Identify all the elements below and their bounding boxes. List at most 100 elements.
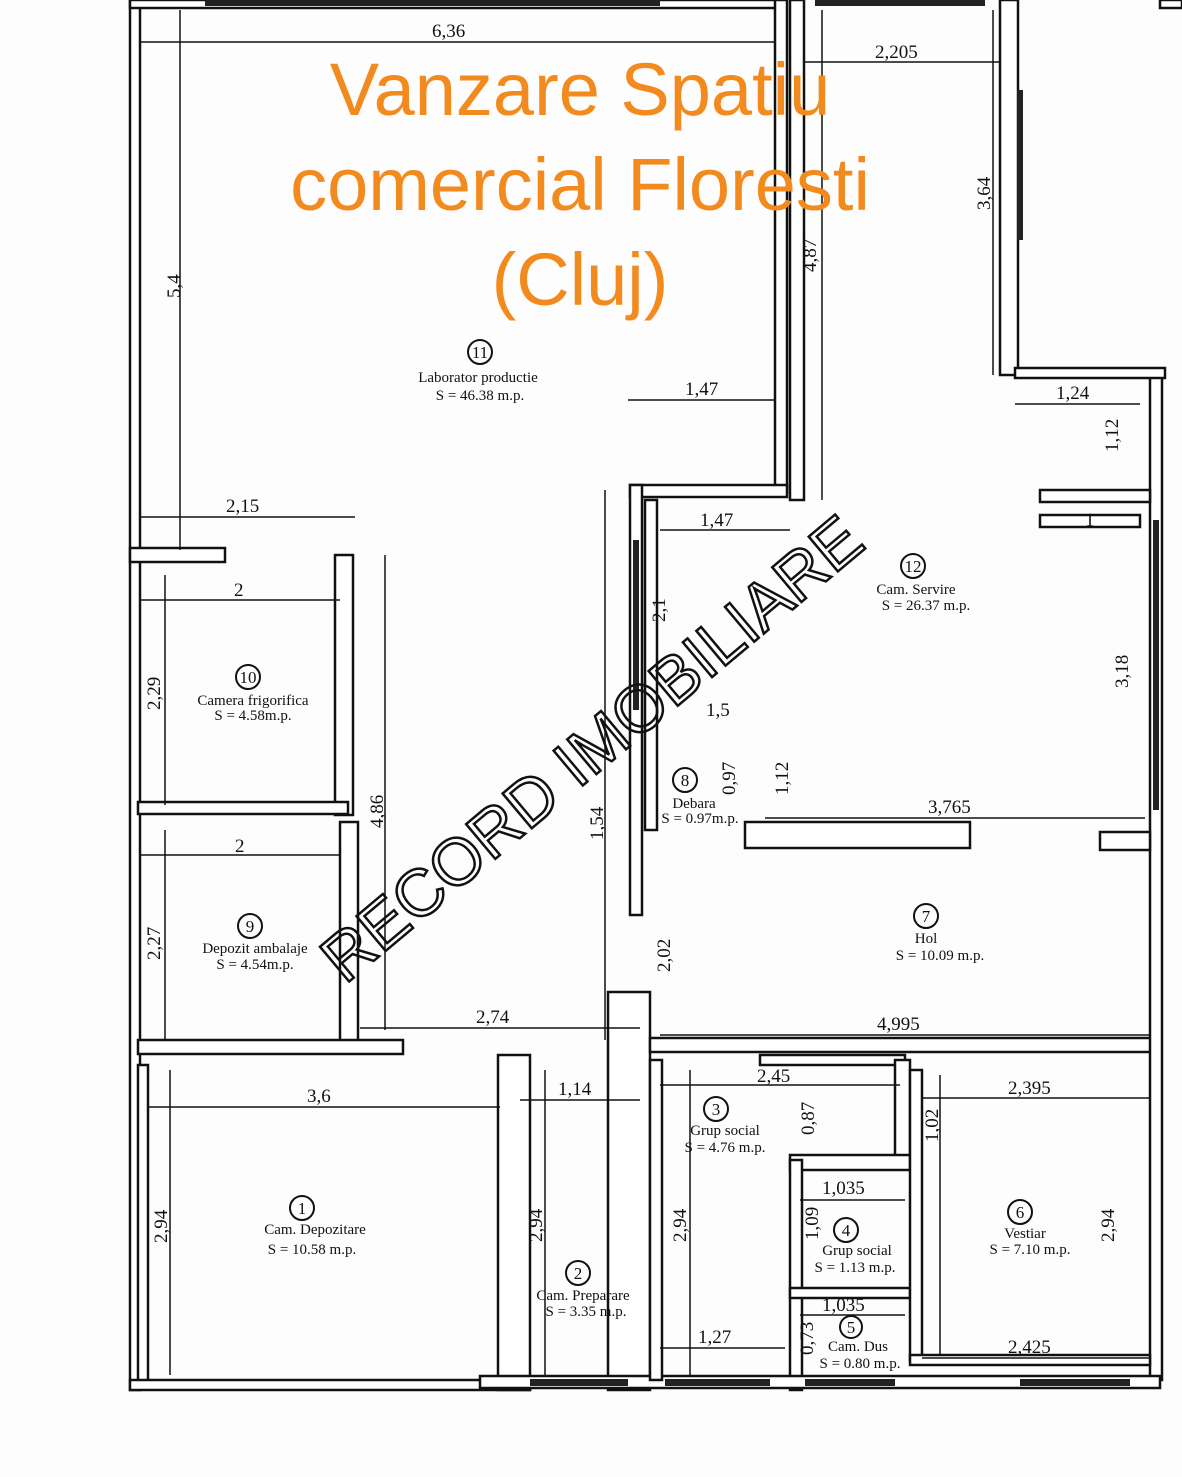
title-line-2: comercial Floresti	[290, 143, 870, 226]
svg-text:Grup social: Grup social	[822, 1243, 892, 1259]
dim-label: 5,4	[164, 274, 185, 298]
room-3: 3 Grup social S = 4.76 m.p.	[685, 1096, 766, 1156]
dim-label: 1,5	[706, 700, 730, 721]
svg-text:12: 12	[905, 557, 922, 576]
dim-label: 1,47	[685, 379, 718, 400]
dim-label: 2,45	[757, 1066, 790, 1087]
dim-label: 2,425	[1008, 1337, 1051, 1358]
room-8: 8 Debara S = 0.97m.p.	[661, 767, 739, 827]
svg-text:Laborator productie: Laborator productie	[418, 370, 538, 386]
dim-label: 2,205	[875, 42, 918, 63]
room-2: 2 Cam. Preparare S = 3.35 m.p.	[536, 1260, 630, 1320]
svg-text:4: 4	[842, 1221, 851, 1240]
svg-text:8: 8	[681, 771, 690, 790]
svg-text:S = 10.58 m.p.: S = 10.58 m.p.	[268, 1242, 356, 1258]
svg-text:6: 6	[1016, 1203, 1025, 1222]
svg-text:Cam. Servire: Cam. Servire	[876, 582, 955, 598]
dim-label: 1,035	[822, 1178, 865, 1199]
svg-text:S = 3.35 m.p.: S = 3.35 m.p.	[546, 1304, 627, 1320]
title-line-3: (Cluj)	[492, 238, 669, 321]
dim-label: 2,94	[526, 1208, 547, 1242]
room-1: 1 Cam. Depozitare S = 10.58 m.p.	[264, 1195, 366, 1258]
dim-label: 3,18	[1112, 655, 1133, 688]
dim-label: 3,64	[974, 176, 995, 210]
dim-label: 1,14	[558, 1079, 592, 1100]
dim-label: 2,94	[670, 1208, 691, 1242]
room-12: 12 Cam. Servire S = 26.37 m.p.	[876, 553, 970, 614]
svg-text:11: 11	[472, 343, 488, 362]
watermark-text: RECORD IMOBILIARE	[306, 501, 876, 996]
room-4: 4 Grup social S = 1.13 m.p.	[815, 1217, 896, 1276]
svg-text:Vestiar: Vestiar	[1004, 1226, 1046, 1242]
dim-label: 0,97	[719, 762, 740, 795]
svg-text:Cam. Dus: Cam. Dus	[828, 1339, 888, 1355]
svg-text:Grup social: Grup social	[690, 1123, 760, 1139]
dim-label: 6,36	[432, 21, 465, 42]
dim-label: 0,73	[797, 1322, 818, 1355]
svg-text:S = 4.54m.p.: S = 4.54m.p.	[216, 957, 293, 973]
dim-label: 1,27	[698, 1327, 731, 1348]
dim-label: 4,86	[367, 795, 388, 828]
svg-text:Cam. Depozitare: Cam. Depozitare	[264, 1222, 366, 1238]
listing-title: Vanzare Spatiu comercial Floresti (Cluj)	[290, 48, 870, 321]
dim-label: 2	[235, 836, 245, 857]
dim-label: 0,87	[798, 1102, 819, 1135]
room-10: 10 Camera frigorifica S = 4.58m.p.	[197, 664, 309, 724]
svg-text:Hol: Hol	[915, 931, 938, 947]
dim-label: 3,765	[928, 797, 971, 818]
dim-label: 2,94	[151, 1209, 172, 1243]
svg-text:S = 0.97m.p.: S = 0.97m.p.	[661, 811, 738, 827]
dim-label: 1,47	[700, 510, 733, 531]
svg-text:Camera frigorifica: Camera frigorifica	[197, 693, 309, 709]
svg-text:S = 7.10 m.p.: S = 7.10 m.p.	[990, 1242, 1071, 1258]
svg-text:Depozit ambalaje: Depozit ambalaje	[202, 941, 308, 957]
svg-text:7: 7	[922, 907, 931, 926]
svg-text:3: 3	[712, 1100, 721, 1119]
windows	[205, 0, 1159, 1386]
dim-label: 1,12	[1102, 419, 1123, 452]
svg-text:Cam. Preparare: Cam. Preparare	[536, 1288, 630, 1304]
dim-label: 1,54	[587, 806, 608, 840]
svg-text:1: 1	[298, 1199, 307, 1218]
svg-text:S = 4.76 m.p.: S = 4.76 m.p.	[685, 1140, 766, 1156]
room-labels: 11 Laborator productie S = 46.38 m.p. 12…	[197, 339, 1071, 1372]
room-6: 6 Vestiar S = 7.10 m.p.	[990, 1199, 1071, 1258]
svg-text:S = 0.80 m.p.: S = 0.80 m.p.	[820, 1356, 901, 1372]
dim-label: 2,74	[476, 1007, 510, 1028]
svg-text:9: 9	[246, 917, 255, 936]
room-11: 11 Laborator productie S = 46.38 m.p.	[418, 339, 538, 404]
svg-text:S = 26.37 m.p.: S = 26.37 m.p.	[882, 598, 970, 614]
walls	[128, 0, 1182, 1392]
svg-text:S = 4.58m.p.: S = 4.58m.p.	[214, 708, 291, 724]
room-5: 5 Cam. Dus S = 0.80 m.p.	[820, 1315, 901, 1372]
dim-label: 1	[1085, 510, 1095, 531]
dim-label: 2,94	[1098, 1208, 1119, 1242]
dim-label: 1,12	[772, 762, 793, 795]
room-7: 7 Hol S = 10.09 m.p.	[896, 903, 984, 964]
title-line-1: Vanzare Spatiu	[330, 48, 831, 131]
svg-text:S = 46.38 m.p.: S = 46.38 m.p.	[436, 388, 524, 404]
dim-label: 1,09	[802, 1207, 823, 1240]
svg-text:5: 5	[847, 1318, 856, 1337]
dim-label: 2	[234, 580, 244, 601]
dimension-labels: 6,36 2,205 5,4 4,87 3,64 1,47 1,24 1,12 …	[144, 21, 1133, 1358]
svg-text:2: 2	[574, 1264, 583, 1283]
dim-label: 2,27	[144, 927, 165, 960]
dim-label: 4,87	[800, 239, 821, 272]
svg-text:S = 1.13 m.p.: S = 1.13 m.p.	[815, 1260, 896, 1276]
dim-label: 1,02	[922, 1109, 943, 1142]
dim-label: 1,035	[822, 1295, 865, 1316]
svg-text:Debara: Debara	[672, 796, 716, 812]
room-9: 9 Depozit ambalaje S = 4.54m.p.	[202, 913, 308, 973]
dim-label: 2,1	[649, 598, 670, 622]
dim-label: 2,395	[1008, 1078, 1051, 1099]
dim-label: 4,995	[877, 1014, 920, 1035]
dimension-lines	[140, 10, 1150, 1375]
dim-label: 2,29	[144, 677, 165, 710]
svg-text:10: 10	[240, 668, 257, 687]
dim-label: 3,6	[307, 1086, 331, 1107]
svg-text:S = 10.09 m.p.: S = 10.09 m.p.	[896, 948, 984, 964]
dim-label: 2,15	[226, 496, 259, 517]
dim-label: 1,24	[1056, 383, 1090, 404]
